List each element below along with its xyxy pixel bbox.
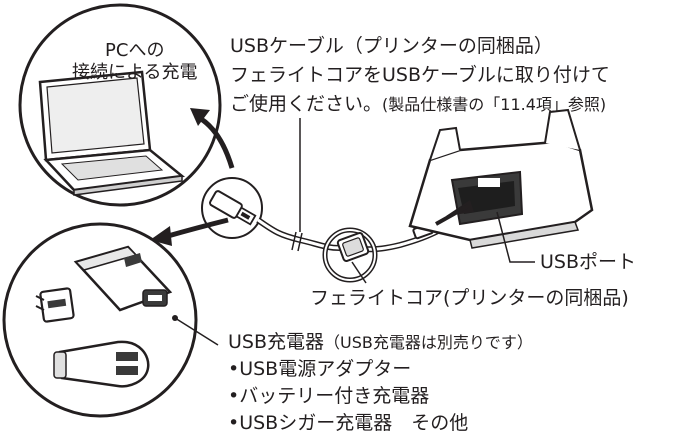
usb-cable-line3-ref: (製品仕様書の「11.4項」参照) <box>382 95 607 114</box>
charger-leader <box>174 317 219 346</box>
ferrite-core <box>322 227 378 284</box>
usb-cable-line3: ご使用ください。(製品仕様書の「11.4項」参照) <box>230 92 606 117</box>
usb-charger-illustration <box>2 217 229 418</box>
ferrite-core-label: フェライトコア(プリンターの同梱品) <box>310 287 629 309</box>
usb-cable-line3-main: ご使用ください。 <box>230 93 383 115</box>
usb-cable-line1: USBケーブル（プリンターの同梱品） <box>230 35 553 57</box>
car-charger-port-1 <box>116 352 138 361</box>
usb-port-label: USBポート <box>540 251 637 273</box>
usb-charger-item-3: •USBシガー充電器 その他 <box>228 412 469 434</box>
usb-cable-line2: フェライトコアをUSBケーブルに取り付けて <box>230 64 610 86</box>
car-charger-port-2 <box>116 366 138 375</box>
usb-port-arrow <box>446 200 474 216</box>
charger-circle-outline <box>2 222 198 418</box>
usb-charger-title: USB充電器（USB充電器は別売りです） <box>228 330 533 355</box>
arrow-to-charger-head <box>150 226 172 246</box>
printer-cradle <box>408 108 594 249</box>
arrow-to-pc-head <box>190 108 210 126</box>
cradle-label <box>478 178 500 187</box>
usb-charger-item-2: •バッテリー付き充電器 <box>228 385 430 407</box>
usb-plug-zoom <box>201 177 263 239</box>
laptop-screen-inner <box>46 77 145 154</box>
cradle-front-edge <box>469 221 580 249</box>
laptop-keyboard <box>60 155 164 181</box>
pc-charging-illustration <box>18 3 235 207</box>
usb-charger-item-1: •USB電源アダプター <box>228 358 412 380</box>
pc-circle-label: PCへの 接続による充電 <box>72 40 197 84</box>
laptop-edge <box>73 175 183 196</box>
usb-port-leader <box>496 211 535 263</box>
car-charger <box>58 340 150 388</box>
cradle-top-right <box>544 108 581 151</box>
ferrite-leader <box>351 261 367 284</box>
usb-charger-title-main: USB充電器 <box>228 331 325 353</box>
pc-circle-label-line1: PCへの <box>105 40 165 61</box>
pc-circle-label-line2: 接続による充電 <box>72 62 198 83</box>
cradle-top-left <box>429 126 461 161</box>
arrow-to-charger <box>167 217 229 239</box>
usb-charger-title-note: （USB充電器は別売りです） <box>324 333 533 352</box>
